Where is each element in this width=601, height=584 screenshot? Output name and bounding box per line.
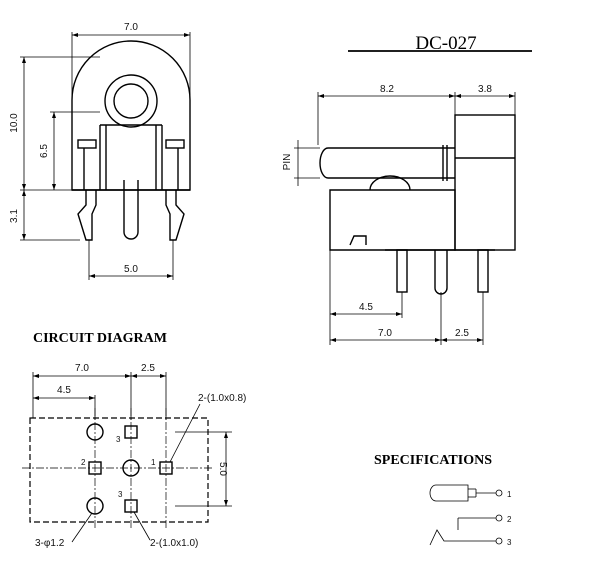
front-dim-pin-span: 5.0 bbox=[124, 264, 138, 275]
side-dim-front: 3.8 bbox=[478, 84, 492, 95]
front-dim-pin-length: 3.1 bbox=[9, 209, 20, 223]
circuit-dim-top-total: 7.0 bbox=[75, 363, 89, 374]
circuit-heading: CIRCUIT DIAGRAM bbox=[33, 331, 167, 346]
schematic-symbol: 1 2 3 bbox=[429, 484, 512, 547]
front-dim-width: 7.0 bbox=[124, 22, 138, 33]
spec-pin-label: 2 bbox=[507, 515, 512, 524]
side-dim-pitch: 2.5 bbox=[455, 328, 469, 339]
side-view: 8.2 3.8 PIN 4.5 bbox=[282, 84, 516, 345]
circuit-footprint: 7.0 2.5 4.5 5.0 3 2 1 3 2-(1.0x0 bbox=[22, 363, 246, 549]
circuit-note-slot-top: 2-(1.0x0.8) bbox=[198, 393, 246, 404]
circuit-pin-label: 1 bbox=[151, 458, 156, 467]
spec-pin-label: 3 bbox=[507, 538, 512, 547]
side-dim-pcb-length: 7.0 bbox=[378, 328, 392, 339]
specifications-heading: SPECIFICATIONS bbox=[374, 453, 492, 468]
circuit-dim-left: 4.5 bbox=[57, 385, 71, 396]
circuit-dim-height: 5.0 bbox=[217, 462, 228, 476]
front-view: 7.0 10.0 3.1 6.5 bbox=[9, 22, 191, 280]
side-dim-length: 8.2 bbox=[380, 84, 394, 95]
circuit-pin-label: 2 bbox=[81, 458, 86, 467]
circuit-note-slot-bottom: 2-(1.0x1.0) bbox=[150, 538, 198, 549]
spec-pin-label: 1 bbox=[507, 490, 512, 499]
circuit-pin-label: 3 bbox=[116, 435, 121, 444]
drawing-title: DC-027 bbox=[415, 33, 476, 54]
circuit-pin-label: 3 bbox=[118, 490, 123, 499]
side-dim-pin-offset: 4.5 bbox=[359, 302, 373, 313]
circuit-dim-top-right: 2.5 bbox=[141, 363, 155, 374]
circuit-note-round: 3-φ1.2 bbox=[35, 538, 65, 549]
front-dim-body: 6.5 bbox=[39, 144, 50, 158]
side-pin-label: PIN bbox=[282, 154, 293, 171]
front-dim-height: 10.0 bbox=[9, 113, 20, 133]
